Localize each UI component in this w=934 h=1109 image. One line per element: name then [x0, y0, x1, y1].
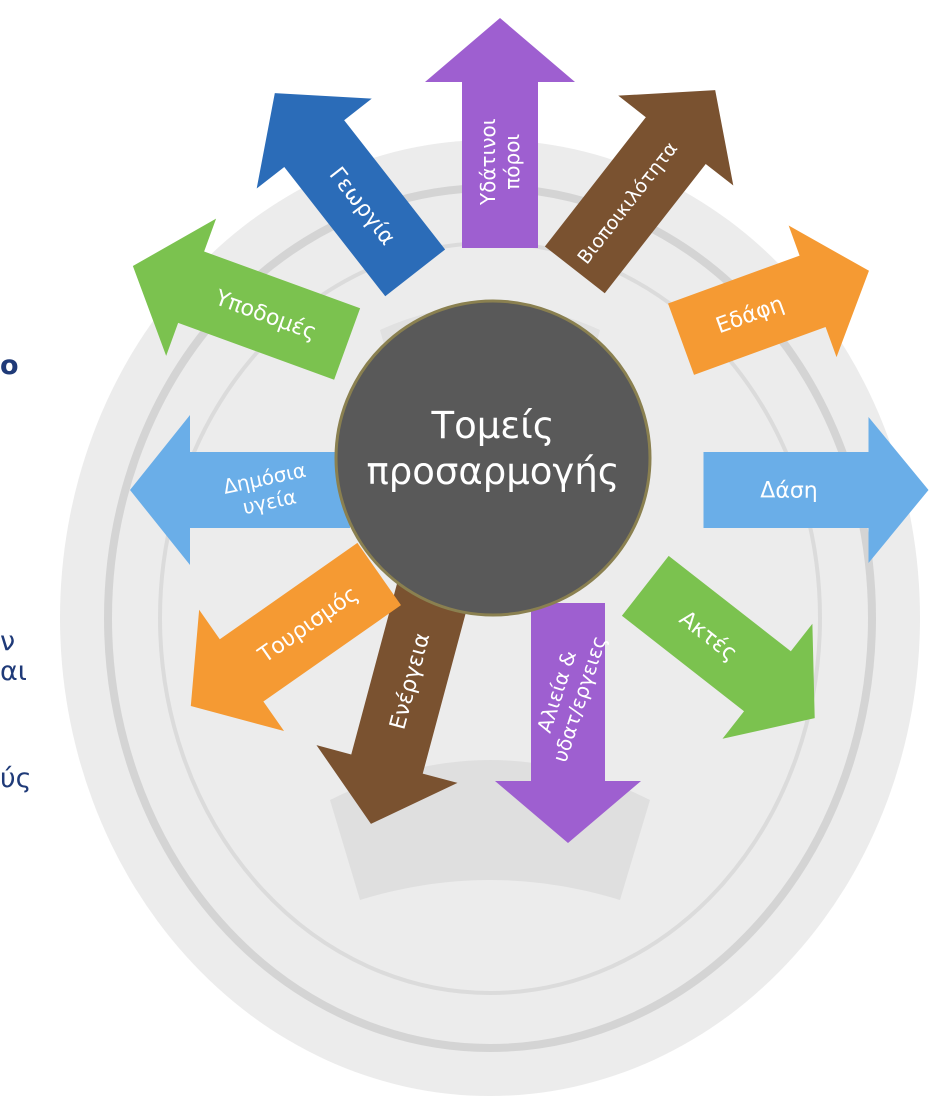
arrow-label: Υδάτινοιπόροι: [476, 118, 524, 206]
left-text-fragment: ο: [0, 350, 19, 381]
arrow-label: Δάση: [760, 479, 817, 504]
arrow-7: [316, 582, 469, 824]
arrow-6: [495, 603, 641, 843]
arrow-shape: [703, 417, 929, 563]
arrow-2: [544, 90, 734, 294]
left-text-fragment: ύς: [0, 763, 32, 794]
arrow-shape: [190, 542, 401, 732]
arrow-10: [132, 218, 361, 380]
center-label-line: Τομείς: [430, 404, 554, 447]
arrow-shape: [425, 18, 575, 248]
arrow-shape: [495, 603, 641, 843]
arrow-shape: [316, 582, 469, 824]
arrow-shape: [668, 225, 869, 375]
arrow-shape: [130, 415, 350, 565]
arrow-4: [703, 417, 929, 563]
arrow-shape: [544, 90, 734, 294]
arrow-shape: [256, 93, 446, 297]
left-text-fragment: αι: [0, 656, 27, 687]
arrow-1: [425, 18, 575, 248]
center-label-line: προσαρμογής: [367, 450, 620, 493]
arrow-3: [668, 225, 869, 375]
arrow-5: [621, 555, 815, 739]
arrow-shape: [621, 555, 815, 739]
arrow-9: [130, 415, 350, 565]
arrow-8: [190, 542, 401, 732]
arrow-11: [256, 93, 446, 297]
arrow-shape: [132, 218, 361, 380]
left-text-fragment: ν: [0, 626, 16, 657]
